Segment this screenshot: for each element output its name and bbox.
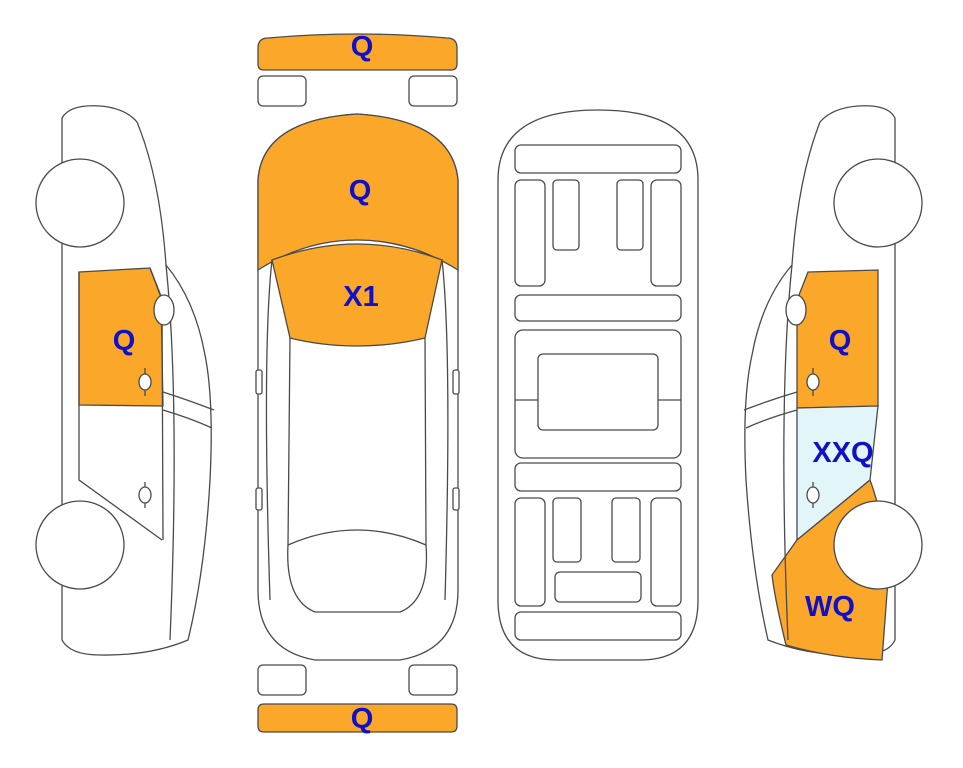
left-a-pillar xyxy=(265,259,273,601)
underbody-right-rear-rail xyxy=(650,497,682,607)
underbody-right-front-box xyxy=(616,179,644,251)
top-left-handle xyxy=(255,487,263,511)
underbody-center-panel xyxy=(537,353,659,431)
left-rear-wheel xyxy=(35,500,125,590)
right-side-mirror xyxy=(785,294,807,326)
windshield-label: X1 xyxy=(343,281,378,313)
rear-bumper xyxy=(257,703,458,733)
underbody-tail-crossmember xyxy=(514,611,682,641)
left-side-mirror xyxy=(153,294,175,326)
left-front-door-handle xyxy=(138,368,152,396)
underbody-left-front-rail xyxy=(514,179,546,287)
underbody-view xyxy=(497,109,699,661)
top-right-handle xyxy=(452,487,460,511)
rear-left-light xyxy=(257,664,307,696)
rear-window xyxy=(287,544,428,613)
underbody-right-rear-box xyxy=(611,497,641,563)
left-window-line xyxy=(162,391,215,429)
right-front-door-label: Q xyxy=(829,325,852,357)
left-front-door-label: Q xyxy=(113,325,136,357)
right-a-pillar xyxy=(441,259,449,601)
top-right-mirror xyxy=(452,369,460,395)
right-rear-door-label: XXQ xyxy=(812,437,873,469)
roof-outline xyxy=(287,337,427,547)
underbody-mid-crossmember xyxy=(514,294,682,322)
front-right-light xyxy=(408,75,458,107)
top-left-mirror xyxy=(255,369,263,395)
underbody-right-front-rail xyxy=(650,179,682,287)
top-view: Q Q X1 Q xyxy=(255,31,460,735)
rear-right-light xyxy=(408,664,458,696)
underbody-rear-box xyxy=(554,571,642,603)
underbody-left-rear-box xyxy=(552,497,582,563)
rear-bumper-label: Q xyxy=(351,703,374,735)
right-front-wheel xyxy=(833,158,923,248)
left-door-frame xyxy=(78,272,163,541)
left-rear-door-handle xyxy=(138,482,152,508)
right-side-view: Q XXQ WQ xyxy=(743,105,923,661)
right-rear-door-handle xyxy=(806,482,820,508)
front-bumper xyxy=(257,33,458,71)
right-rear-wheel xyxy=(833,500,923,590)
front-bumper-label: Q xyxy=(351,31,374,63)
underbody-left-front-box xyxy=(552,179,580,251)
front-left-light xyxy=(257,75,307,107)
hood xyxy=(257,113,459,272)
right-window-line xyxy=(743,391,798,429)
hood-label: Q xyxy=(349,175,372,207)
left-front-wheel xyxy=(35,158,125,248)
underbody-front-crossmember xyxy=(514,144,682,174)
right-front-door-handle xyxy=(806,368,820,396)
underbody-left-rear-rail xyxy=(514,497,546,607)
right-rear-quarter-label: WQ xyxy=(805,591,855,623)
left-side-view: Q xyxy=(35,105,215,656)
underbody-rear-crossmember xyxy=(514,462,682,492)
